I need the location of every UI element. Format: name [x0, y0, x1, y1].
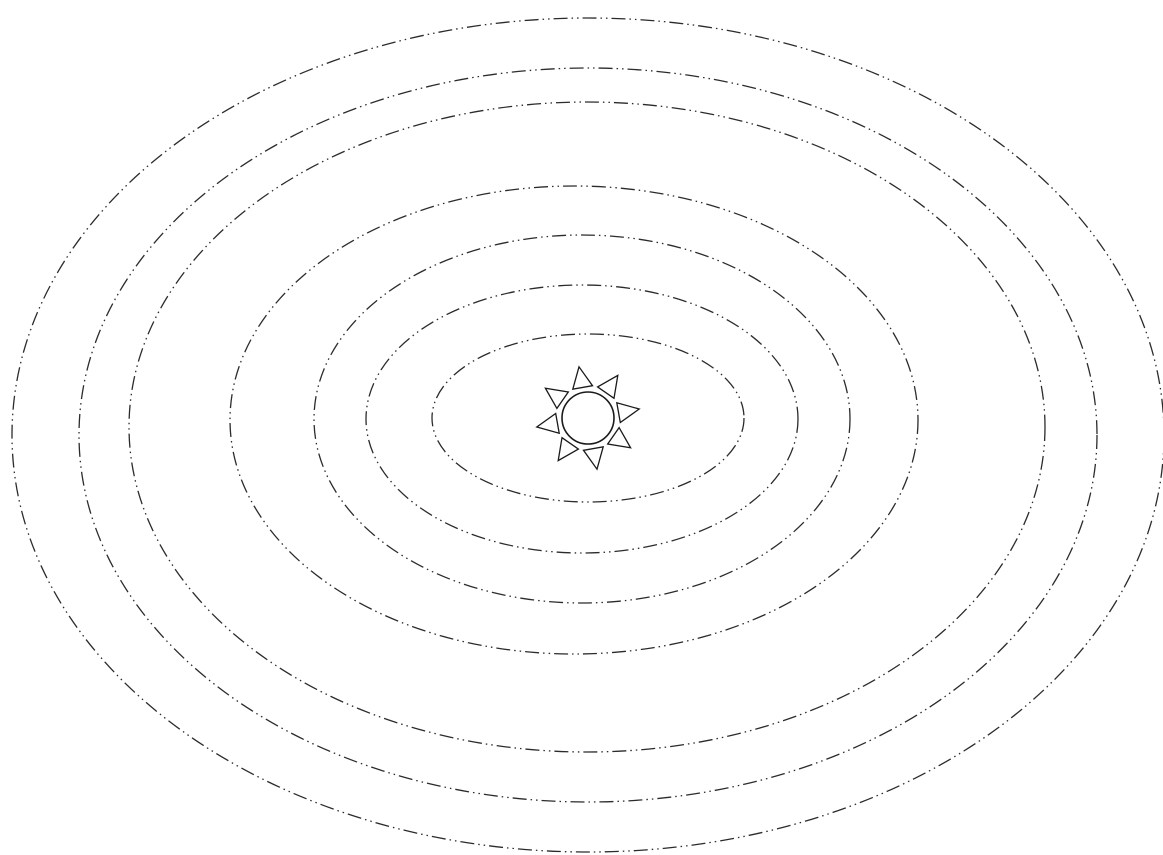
sun-body — [562, 392, 614, 444]
sun-ray-1 — [573, 367, 593, 389]
sun-ray-7 — [537, 414, 559, 434]
sun-icon — [537, 367, 639, 469]
sun-ray-3 — [617, 403, 639, 423]
sun-ray-5 — [584, 447, 604, 469]
